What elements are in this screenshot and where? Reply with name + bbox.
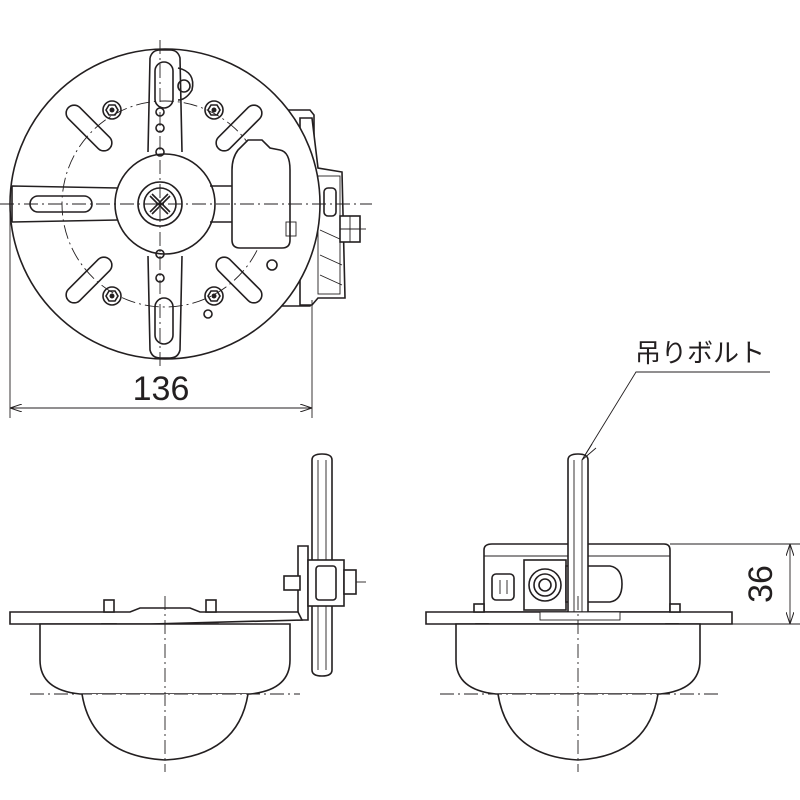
width-dimension: 136 [9, 210, 313, 418]
top-view: 136 [0, 40, 372, 418]
height-dimension-label: 36 [742, 565, 780, 603]
side-view: 36 吊りボルト [425, 338, 800, 772]
front-view [9, 453, 366, 772]
height-dimension: 36 [670, 543, 800, 625]
hanging-bolt-callout: 吊りボルト [581, 338, 770, 461]
junction-cover [231, 139, 291, 249]
camera-housing-side [455, 623, 701, 695]
hanging-bolt-label: 吊りボルト [635, 338, 765, 368]
width-dimension-label: 136 [133, 370, 190, 408]
screw-bosses [102, 100, 224, 306]
mounting-plate-front [9, 607, 304, 625]
camera-housing-front [39, 623, 291, 695]
